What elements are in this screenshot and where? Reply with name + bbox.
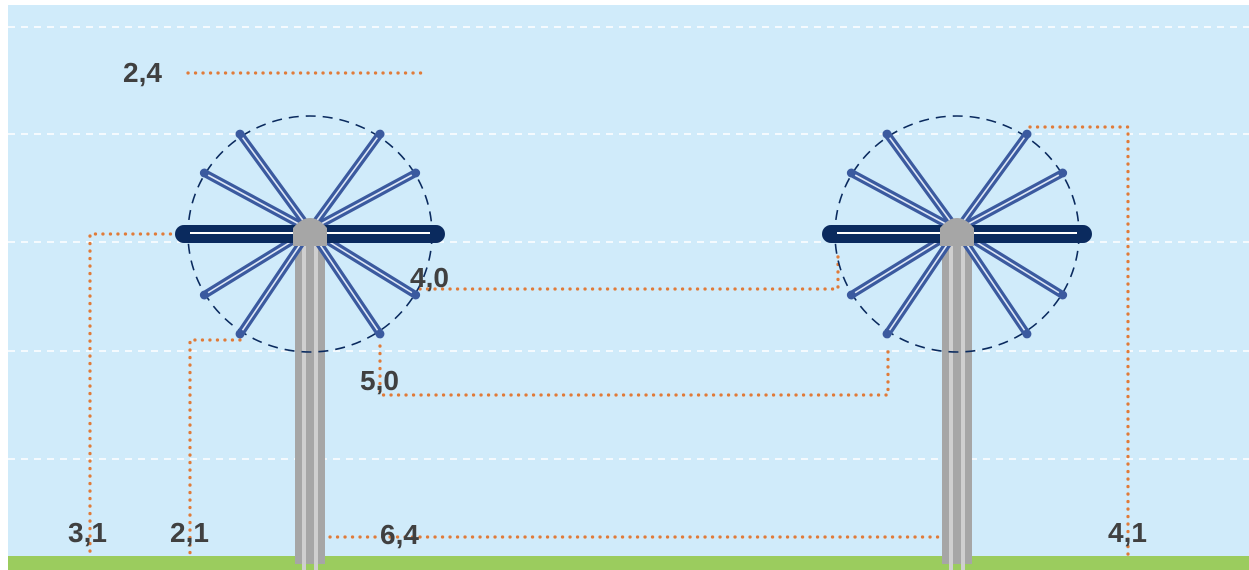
label-blade-bottom-left: 2,1 (170, 517, 209, 548)
blade-tip (1022, 329, 1032, 339)
blade-tip (235, 129, 245, 139)
blade-tip (1022, 129, 1032, 139)
blade-tip (846, 168, 856, 178)
label-pole-spacing: 6,4 (380, 519, 419, 550)
label-right-blade-top: 4,1 (1108, 517, 1147, 548)
blade-highlight (309, 229, 381, 335)
blade-tip (235, 329, 245, 339)
blade-highlight (956, 172, 1064, 231)
blade-tip (411, 290, 421, 300)
pole-cap (940, 218, 974, 246)
blade-highlight (886, 229, 958, 335)
label-crossarm-left: 3,1 (68, 517, 107, 548)
ground-strip (8, 556, 1249, 570)
blade-tip (375, 129, 385, 139)
tower-right (822, 115, 1092, 570)
pole-gap (314, 244, 318, 570)
blade-highlight (239, 133, 311, 231)
pole (295, 224, 325, 564)
pole-gap (961, 244, 965, 570)
label-crossarm-span: 4,0 (410, 262, 449, 293)
blade-highlight (203, 172, 311, 231)
sky-background (8, 5, 1249, 558)
blade-tip (1058, 168, 1068, 178)
pole (942, 224, 972, 564)
tower-left (175, 115, 445, 570)
dim-blade-bottom-left (188, 338, 242, 558)
label-top-height: 2,4 (123, 57, 162, 88)
pole-gap (949, 244, 953, 570)
pole-cap (293, 218, 327, 246)
blade-tip (882, 329, 892, 339)
blade-tip (199, 168, 209, 178)
blade-tip (846, 290, 856, 300)
blade-tip (411, 168, 421, 178)
pole-gap (302, 244, 306, 570)
dim-crossarm-left (88, 232, 180, 558)
blade-highlight (956, 229, 1028, 335)
blade-highlight (850, 172, 958, 231)
blade-highlight (886, 133, 958, 231)
blade-highlight (956, 133, 1028, 231)
label-blade-tip-span: 5,0 (360, 365, 399, 396)
dim-right-blade-top (1028, 125, 1130, 558)
blade-tip (375, 329, 385, 339)
blade-highlight (239, 229, 311, 335)
blade-tip (882, 129, 892, 139)
blade-tip (1058, 290, 1068, 300)
blade-highlight (309, 172, 417, 231)
blade-tip (199, 290, 209, 300)
blade-highlight (309, 133, 381, 231)
